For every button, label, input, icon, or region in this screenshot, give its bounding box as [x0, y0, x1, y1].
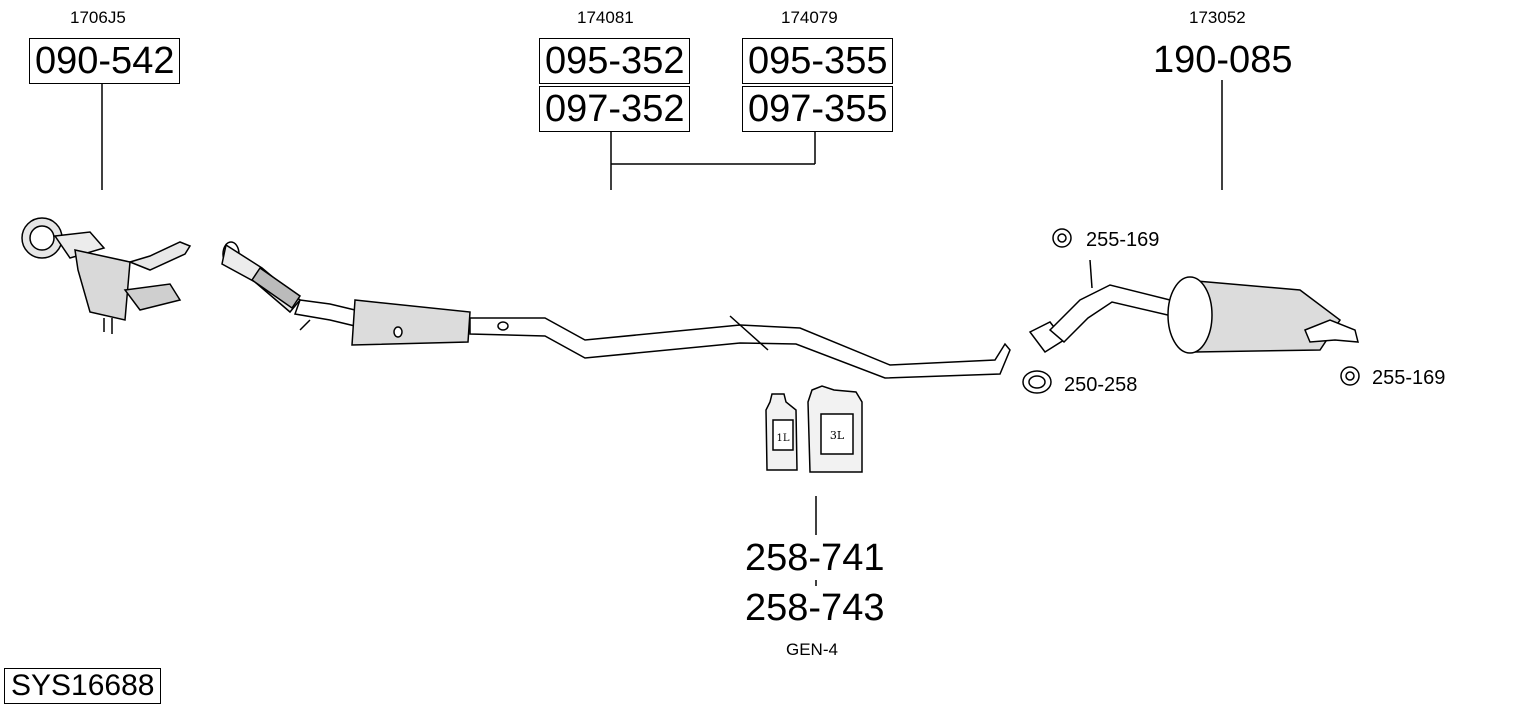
- rubber-mount-rear-part-number[interactable]: 255-169: [1372, 367, 1446, 389]
- rubber-mount-icon: [1052, 228, 1072, 248]
- rear-silencer-part: [1028, 259, 1359, 354]
- additive-label: GEN-4: [786, 640, 838, 659]
- clamp-part-number[interactable]: 250-258: [1064, 374, 1138, 396]
- silencer-part-number[interactable]: 190-085: [1153, 39, 1293, 81]
- dpf-b-part-number-1[interactable]: 095-355: [742, 38, 894, 84]
- bottle-small-label: 1L: [776, 433, 789, 444]
- silencer-oe-number: 173052: [1189, 8, 1246, 27]
- dpf-a-part-number-1[interactable]: 095-352: [539, 38, 691, 84]
- dpf-a-oe-number: 174081: [577, 8, 634, 27]
- rubber-mount-top-part-number[interactable]: 255-169: [1086, 229, 1160, 251]
- bottle-large-label: 3L: [830, 429, 845, 442]
- dpf-a-part-number-2[interactable]: 097-352: [539, 86, 691, 132]
- leader-lines: [101, 80, 1223, 586]
- rubber-mount-icon-rear: [1340, 366, 1360, 386]
- catalyst-part: [21, 217, 192, 334]
- catalyst-part-number[interactable]: 090-542: [29, 38, 181, 84]
- dpf-b-oe-number: 174079: [781, 8, 838, 27]
- catalyst-oe-number: 1706J5: [70, 8, 126, 27]
- additive-part-number-1[interactable]: 258-741: [745, 537, 885, 579]
- dpf-part: [221, 241, 1011, 379]
- additive-part-number-2[interactable]: 258-743: [745, 587, 885, 629]
- additive-bottles-icon: [765, 385, 863, 473]
- dpf-b-part-number-2[interactable]: 097-355: [742, 86, 894, 132]
- clamp-icon: [1022, 370, 1052, 394]
- system-id: SYS16688: [4, 668, 162, 704]
